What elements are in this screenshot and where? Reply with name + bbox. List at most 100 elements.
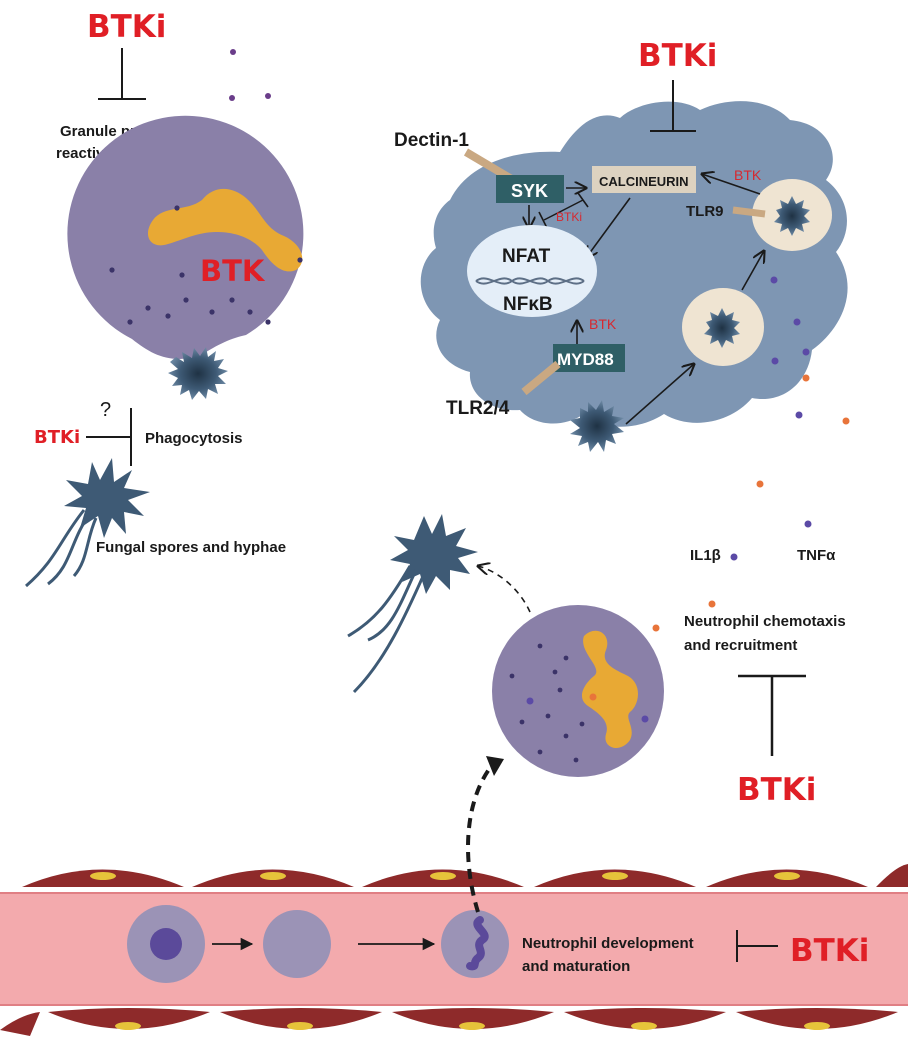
hypha — [367, 569, 418, 642]
granule-dot — [127, 319, 133, 325]
myd88-label: MYD88 — [557, 350, 614, 369]
il1b-dot — [795, 411, 803, 419]
syk-box — [496, 175, 564, 203]
il1b-dot — [770, 276, 778, 284]
btki-top-left-label: BTKi — [87, 9, 166, 45]
il1b-dot — [804, 520, 812, 528]
development-label-line2: and maturation — [522, 958, 630, 975]
btki-development-label: BTKi — [790, 933, 869, 969]
tnfa-dot — [802, 374, 810, 382]
hypha — [25, 509, 86, 588]
chemotaxis-label-line1: Neutrophil chemotaxis — [684, 613, 846, 630]
endothelial-nucleus — [602, 872, 628, 880]
phagocytosis-label: Phagocytosis — [145, 430, 243, 447]
migration-arrow-head — [486, 756, 504, 776]
migration-arrow — [466, 762, 495, 913]
endothelial-cell — [48, 1008, 210, 1029]
arrow-tlr9-calcineurin — [702, 174, 761, 195]
syk-label: SYK — [511, 181, 548, 201]
endothelial-cell — [876, 864, 908, 887]
nucleus-nfat-nfkb — [467, 225, 597, 317]
endothelial-cell — [0, 1012, 40, 1036]
degranulation-panel: BTKi Granule protein reactive oxygen BTK — [25, 9, 304, 588]
myeloblast-nucleus — [150, 928, 182, 960]
tnfa-dot — [652, 624, 660, 632]
granule-dot — [519, 719, 525, 725]
chemotaxis-label-line2: and recruitment — [684, 637, 797, 654]
il1b-label: IL1β — [690, 547, 721, 564]
granule-dot — [109, 267, 115, 273]
endothelial-cell — [564, 1008, 726, 1029]
granule-dot — [165, 313, 171, 319]
cell-granules — [109, 205, 303, 325]
il1b-dot — [771, 357, 779, 365]
neutrophil-maturation-stages — [127, 905, 509, 983]
tlr9-receptor — [732, 206, 766, 218]
granule-dot — [552, 669, 558, 675]
endothelial-nucleus — [260, 872, 286, 880]
tlr9-spore — [774, 196, 810, 236]
hypha — [72, 517, 98, 577]
tlr9-label: TLR9 — [686, 203, 724, 220]
granule-dot — [557, 687, 563, 693]
il1b-legend-dot — [730, 553, 738, 561]
calcineurin-box — [592, 166, 696, 193]
inhibitor-bar-calcineurin — [577, 192, 589, 208]
dna-helix-icon — [475, 277, 585, 285]
fungus-star — [390, 514, 478, 594]
neutrophil-segmented-nucleus — [147, 188, 303, 272]
endothelial-nucleus — [115, 1022, 141, 1030]
tnfa-label: TNFα — [797, 547, 836, 564]
hypha — [47, 513, 92, 586]
signaling-panel: BTKi Dectin-1 SYK CALCINEURIN BTKi NFAT … — [394, 38, 850, 632]
endothelial-nucleus — [804, 1022, 830, 1030]
endothelial-nucleus — [430, 872, 456, 880]
recruited-neutrophil-cell — [492, 605, 664, 777]
recruitment-panel: Neutrophil chemotaxis and recruitment BT… — [347, 514, 846, 808]
spore-being-engulfed — [168, 347, 228, 400]
granule-dot — [229, 95, 235, 101]
arrow-calcineurin-nfat — [586, 197, 631, 258]
endothelial-nucleus — [459, 1022, 485, 1030]
granule-dot — [265, 319, 271, 325]
hypha — [347, 565, 412, 638]
mature-neutrophil-cell — [441, 910, 509, 978]
granule-dot — [265, 93, 271, 99]
cytokine-dots — [652, 276, 850, 632]
endothelial-cells-bottom — [0, 1008, 898, 1036]
granule-dot — [183, 297, 189, 303]
dectin-label: Dectin-1 — [394, 130, 469, 151]
nfkb-label: NFκB — [503, 294, 553, 315]
btki-top-right-label: BTKi — [638, 38, 717, 74]
recruited-cell-granules — [509, 643, 585, 763]
question-mark: ? — [100, 399, 111, 421]
btk-neutrophil-label: BTK — [200, 254, 266, 288]
il1b-dot — [793, 318, 801, 326]
il1b-dot — [802, 348, 810, 356]
btki-phagocytosis-label: BTKi — [34, 427, 80, 448]
band-cell — [263, 910, 331, 978]
btk-myd88-label: BTK — [589, 316, 617, 332]
granule-dot — [174, 205, 180, 211]
granule-dot — [545, 713, 551, 719]
chemotaxis-arrow — [478, 566, 531, 613]
phagosome-spore — [704, 308, 740, 348]
fungal-hyphae-left — [25, 458, 150, 588]
granule-dot — [537, 749, 543, 755]
endothelial-cells-top — [22, 864, 908, 887]
endothelial-cell — [220, 1008, 382, 1029]
granule-dot — [230, 49, 236, 55]
segmented-nucleus — [466, 916, 489, 971]
arrow-phagosome-maturation — [741, 251, 764, 291]
granule-dot — [209, 309, 215, 315]
nfat-label: NFAT — [502, 246, 551, 267]
btk-tlr9-label: BTK — [734, 167, 762, 183]
granule-dot — [247, 309, 253, 315]
myd88-box — [553, 344, 625, 372]
endothelial-nucleus — [774, 872, 800, 880]
fungal-hyphae-right — [347, 514, 478, 694]
dna-strand — [475, 277, 585, 285]
inhibitor-line-syk — [543, 199, 584, 221]
granule-dot — [579, 721, 585, 727]
internal-il1b-dot — [641, 715, 649, 723]
